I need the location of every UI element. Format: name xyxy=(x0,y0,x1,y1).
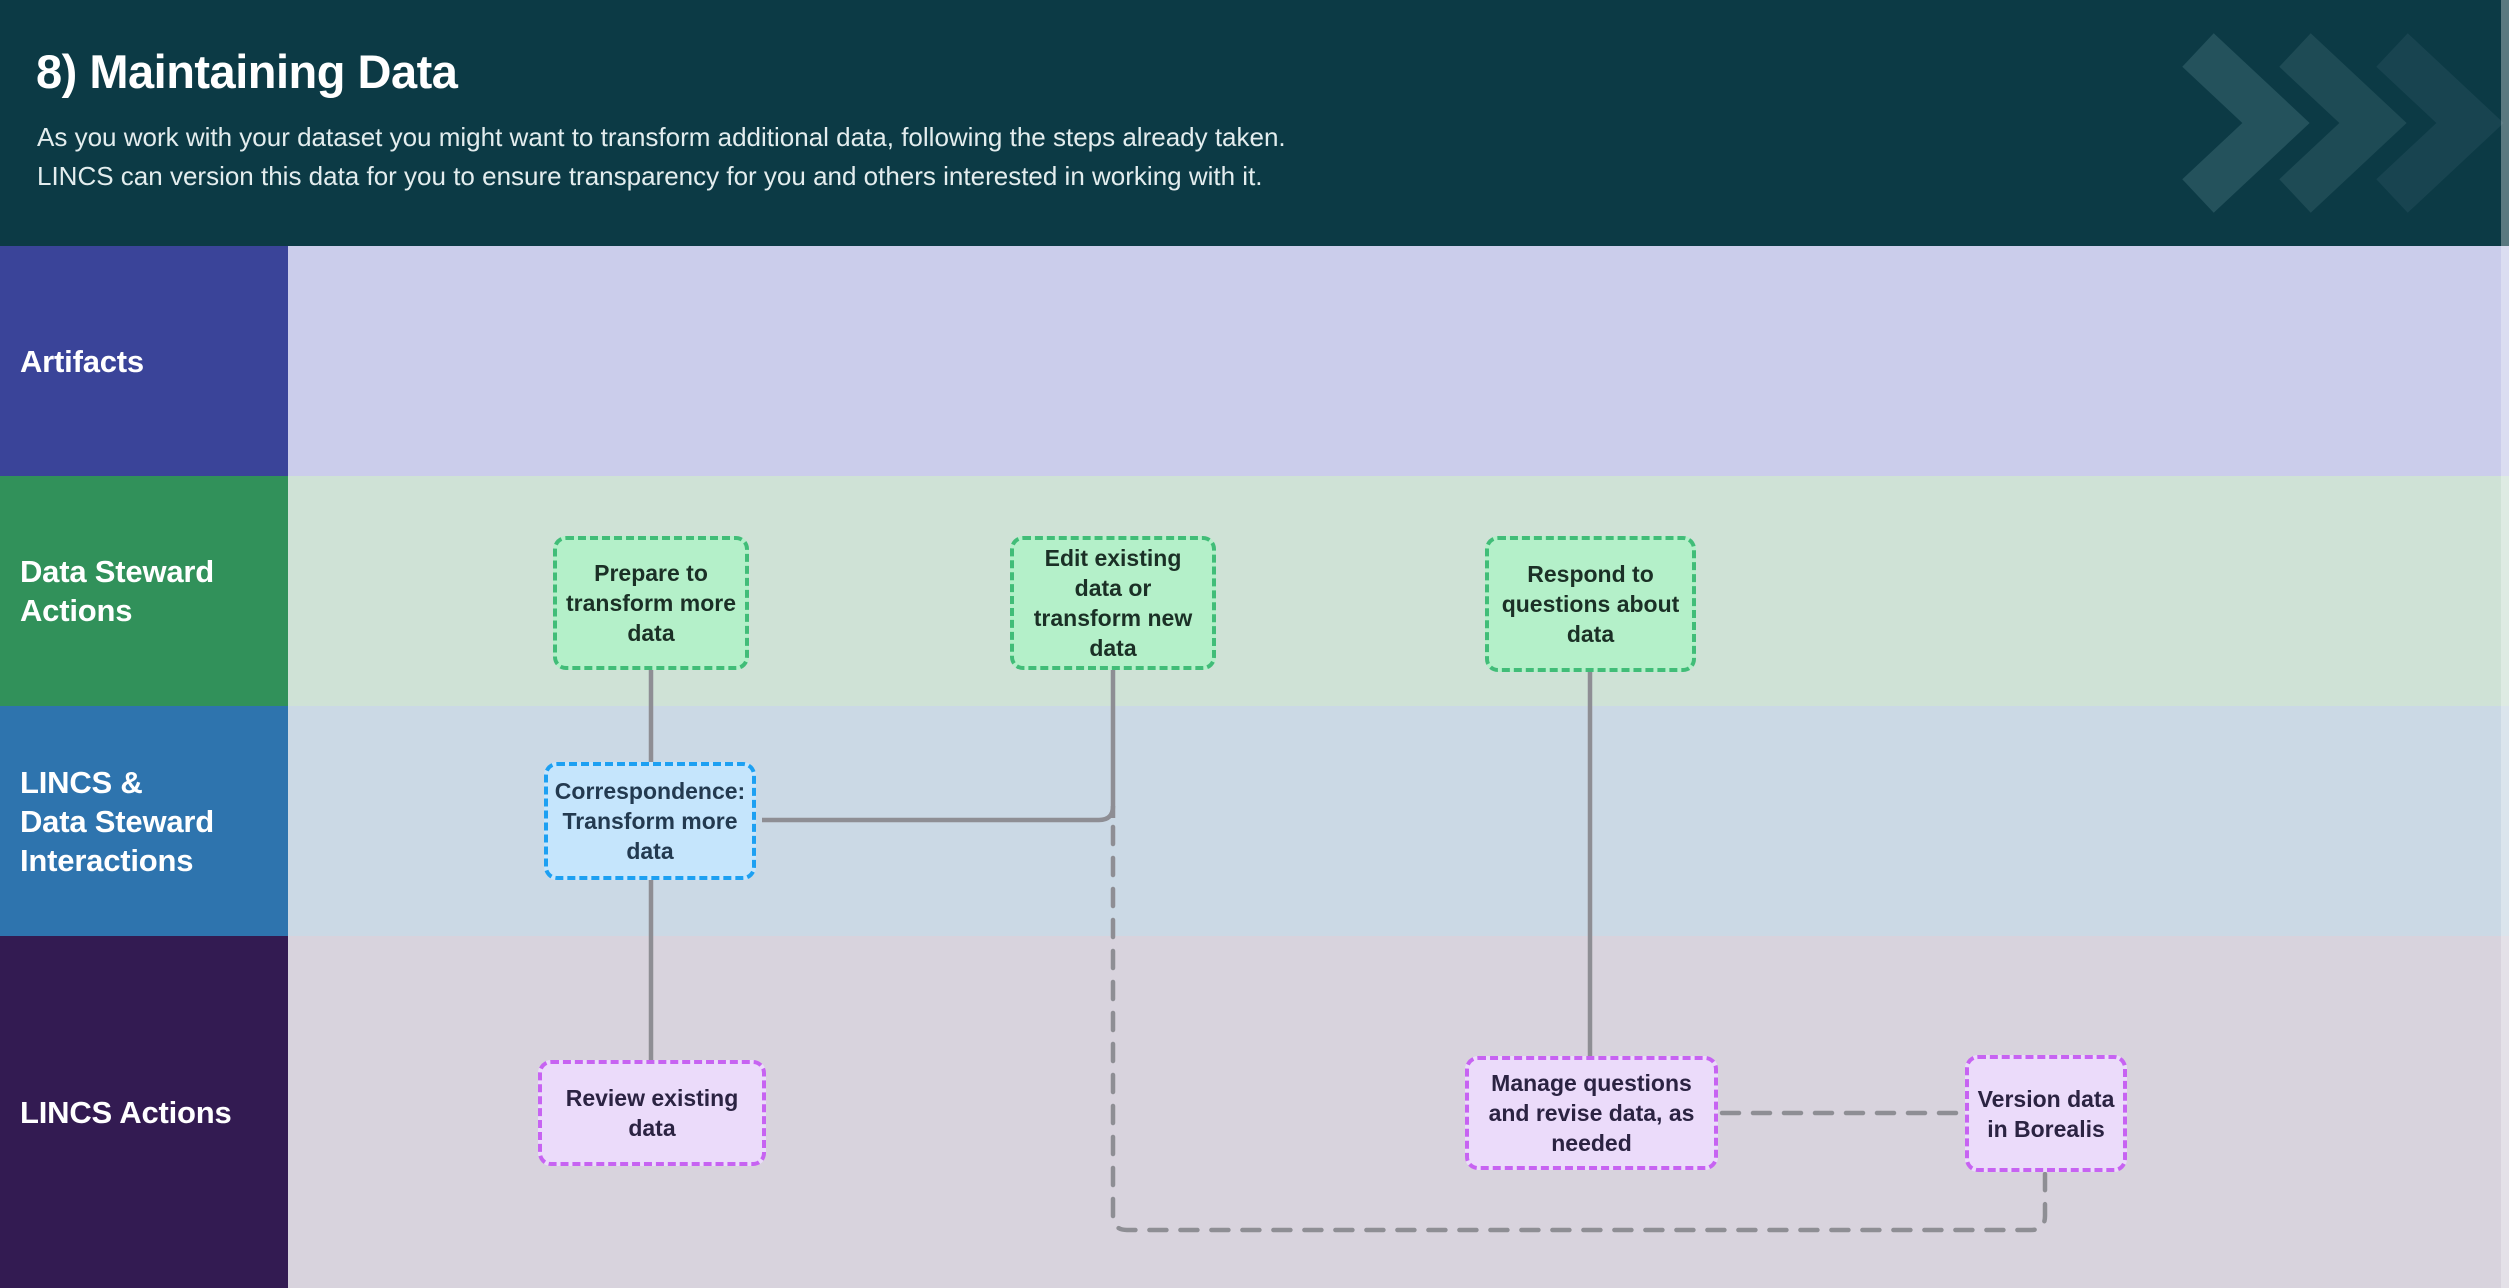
node-review-label: Review existing data xyxy=(565,1085,739,1141)
page-subtitle-line-1: As you work with your dataset you might … xyxy=(37,122,1286,152)
node-respond-label: Respond to questions about data xyxy=(1501,561,1680,647)
page-subtitle-line-2: LINCS can version this data for you to e… xyxy=(37,161,1263,191)
node-prepare-label: Prepare to transform more data xyxy=(566,560,736,646)
node-correspondence-transform-more-data: Correspondence: Transform more data xyxy=(544,762,756,880)
swimlane-artifacts-sidebar: Artifacts xyxy=(0,246,288,476)
node-edit-existing-or-transform-new-data: Edit existing data or transform new data xyxy=(1010,536,1216,670)
swimlane-artifacts-content xyxy=(288,246,2509,476)
node-manage-questions-revise-data: Manage questions and revise data, as nee… xyxy=(1465,1056,1718,1170)
swimlane-data-steward-actions-label-line-1: Data Steward xyxy=(20,554,214,589)
node-version-data-in-borealis: Version data in Borealis xyxy=(1965,1055,2127,1172)
node-respond-to-questions-about-data: Respond to questions about data xyxy=(1485,536,1696,672)
node-manage-label: Manage questions and revise data, as nee… xyxy=(1488,1070,1695,1156)
page-header: 8) Maintaining Data As you work with you… xyxy=(0,0,2509,246)
page-subtitle: As you work with your dataset you might … xyxy=(37,118,1286,196)
node-edit-label: Edit existing data or transform new data xyxy=(1033,545,1193,661)
swimlane-lincs-data-steward-interactions-label-line-2: Data Steward xyxy=(20,803,214,839)
swimlane-lincs-actions-label: LINCS Actions xyxy=(20,1094,232,1130)
swimlane-data-steward-actions: Data Steward Actions xyxy=(0,476,2509,706)
swimlane-artifacts: Artifacts xyxy=(0,246,2509,476)
swimlane-artifacts-label: Artifacts xyxy=(20,343,144,379)
swimlane-lincs-actions-sidebar: LINCS Actions xyxy=(0,936,288,1288)
node-review-existing-data: Review existing data xyxy=(538,1060,766,1166)
swimlane-lincs-data-steward-interactions-label-line-1: LINCS & xyxy=(20,764,143,800)
swimlane-data-steward-actions-sidebar: Data Steward Actions xyxy=(0,476,288,706)
swimlane-data-steward-actions-label-line-2: Actions xyxy=(20,593,133,628)
node-version-label: Version data in Borealis xyxy=(1977,1085,2115,1142)
node-prepare-to-transform-more-data: Prepare to transform more data xyxy=(553,536,749,670)
chevrons-right-icon xyxy=(2182,33,2504,213)
swimlane-lincs-data-steward-interactions-label-line-3: Interactions xyxy=(20,842,194,878)
swimlane-lincs-data-steward-interactions-sidebar: LINCS & Data Steward Interactions xyxy=(0,706,288,936)
node-correspondence-label: Correspondence: Transform more data xyxy=(554,778,746,864)
page-title: 8) Maintaining Data xyxy=(36,45,458,98)
swimlane-lincs-data-steward-interactions: LINCS & Data Steward Interactions xyxy=(0,706,2509,936)
swimlane-lincs-actions: LINCS Actions xyxy=(0,936,2509,1288)
right-edge-strip xyxy=(2501,0,2509,1288)
